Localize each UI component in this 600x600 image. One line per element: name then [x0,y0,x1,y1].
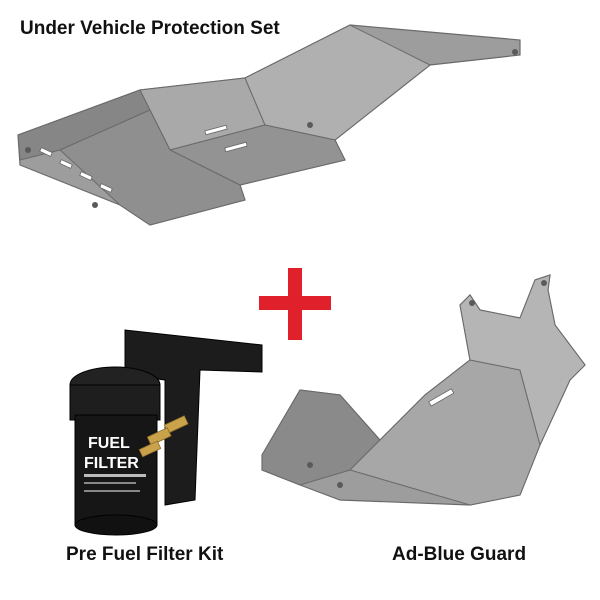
adblue-caption: Ad-Blue Guard [392,544,527,565]
filter-text-line2: FILTER [84,455,139,472]
set-title: Under Vehicle Protection Set [20,18,280,39]
adblue-guard [261,274,586,506]
fuel-filter-caption: Pre Fuel Filter Kit [66,544,224,565]
plus-icon [259,268,331,340]
fuel-filter-kit: FUEL FILTER [69,329,263,536]
filter-text-line1: FUEL [88,435,130,452]
skid-plate-set [17,24,521,226]
